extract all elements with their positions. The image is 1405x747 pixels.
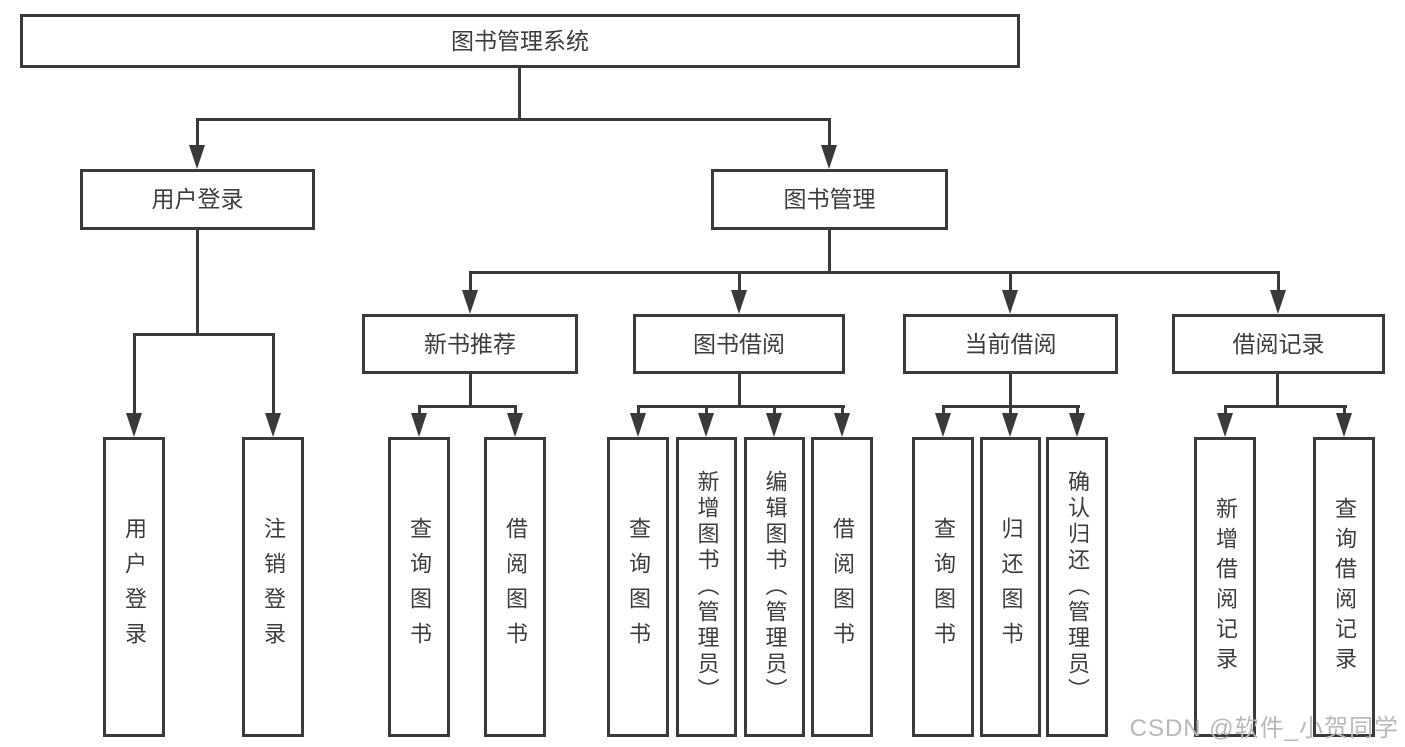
arrow-down-icon (1336, 413, 1352, 437)
connector-line (738, 271, 741, 293)
arrow-down-icon (189, 145, 205, 169)
leaf-label: 查询图书 (931, 517, 956, 657)
leaf-logout: 注销登录 (242, 437, 304, 737)
connector-line (705, 405, 708, 417)
leaf-label: 查询图书 (626, 517, 651, 657)
connector-line (1276, 374, 1279, 408)
arrow-down-icon (265, 413, 281, 437)
connector-line (1076, 405, 1079, 417)
arrow-down-icon (834, 413, 850, 437)
connector-line (841, 405, 844, 417)
arrow-down-icon (126, 413, 142, 437)
leaf-label: 确认归还（管理员） (1065, 470, 1090, 704)
leaf-label: 新增借阅记录 (1213, 497, 1238, 677)
arrow-down-icon (821, 145, 837, 169)
leaf-label: 查询借阅记录 (1332, 497, 1357, 677)
leaf-add-books-admin: 新增图书（管理员） (676, 437, 737, 737)
arrow-down-icon (507, 413, 523, 437)
connector-line (272, 333, 275, 416)
connector-line (134, 333, 275, 336)
leaf-label: 借阅图书 (503, 517, 528, 657)
arrow-down-icon (1270, 290, 1286, 314)
node-current-borrowing: 当前借阅 (903, 314, 1118, 374)
connector-line (942, 405, 945, 417)
arrow-down-icon (1217, 413, 1233, 437)
arrow-down-icon (630, 413, 646, 437)
arrow-down-icon (731, 290, 747, 314)
connector-line (1009, 271, 1012, 293)
arrow-down-icon (462, 290, 478, 314)
csdn-watermark: CSDN @软件_小贺同学 (1129, 715, 1399, 742)
leaf-borrow-books-borrowing: 借阅图书 (811, 437, 873, 737)
leaf-label: 用户登录 (122, 517, 147, 657)
connector-line (514, 405, 517, 417)
leaf-label: 新增图书（管理员） (694, 470, 720, 704)
connector-line (197, 118, 831, 121)
leaf-query-books-borrowing: 查询图书 (607, 437, 669, 737)
leaf-return-books: 归还图书 (980, 437, 1041, 737)
leaf-query-borrow-record: 查询借阅记录 (1313, 437, 1375, 737)
connector-line (773, 405, 776, 417)
connector-line (469, 374, 472, 408)
connector-line (469, 271, 472, 293)
arrow-down-icon (411, 413, 427, 437)
connector-line (133, 333, 136, 416)
leaf-query-books-newbook: 查询图书 (388, 437, 450, 737)
leaf-label: 注销登录 (261, 517, 286, 657)
connector-line (828, 118, 831, 150)
connector-line (638, 405, 845, 408)
leaf-label: 编辑图书（管理员） (762, 470, 788, 704)
node-new-book-recommend: 新书推荐 (362, 314, 578, 374)
arrow-down-icon (935, 413, 951, 437)
connector-line (518, 68, 521, 120)
connector-line (1225, 405, 1347, 408)
arrow-down-icon (1002, 290, 1018, 314)
connector-line (637, 405, 640, 417)
leaf-user-login: 用户登录 (103, 437, 165, 737)
connector-line (196, 230, 199, 336)
arrow-down-icon (1069, 413, 1085, 437)
arrow-down-icon (698, 413, 714, 437)
leaf-borrow-books-newbook: 借阅图书 (484, 437, 546, 737)
connector-line (738, 374, 741, 408)
leaf-edit-books-admin: 编辑图书（管理员） (744, 437, 805, 737)
arrow-down-icon (1002, 413, 1018, 437)
connector-line (418, 405, 421, 417)
leaf-label: 归还图书 (998, 517, 1024, 657)
connector-line (419, 405, 517, 408)
leaf-query-books-current: 查询图书 (912, 437, 974, 737)
connector-line (196, 118, 199, 150)
connector-line (828, 230, 831, 274)
connector-line (1343, 405, 1346, 417)
node-book-borrowing: 图书借阅 (633, 314, 845, 374)
leaf-confirm-return-admin: 确认归还（管理员） (1046, 437, 1108, 737)
leaf-add-borrow-record: 新增借阅记录 (1194, 437, 1256, 737)
leaf-label: 借阅图书 (830, 517, 855, 657)
arrow-down-icon (766, 413, 782, 437)
node-library-system: 图书管理系统 (20, 14, 1020, 68)
connector-line (1277, 271, 1280, 293)
node-book-management: 图书管理 (711, 169, 948, 230)
connector-line (1009, 374, 1012, 408)
node-borrowing-records: 借阅记录 (1172, 314, 1385, 374)
connector-line (470, 271, 1280, 274)
leaf-label: 查询图书 (407, 517, 432, 657)
connector-line (1009, 405, 1012, 417)
node-user-login: 用户登录 (80, 169, 315, 230)
connector-line (1224, 405, 1227, 417)
